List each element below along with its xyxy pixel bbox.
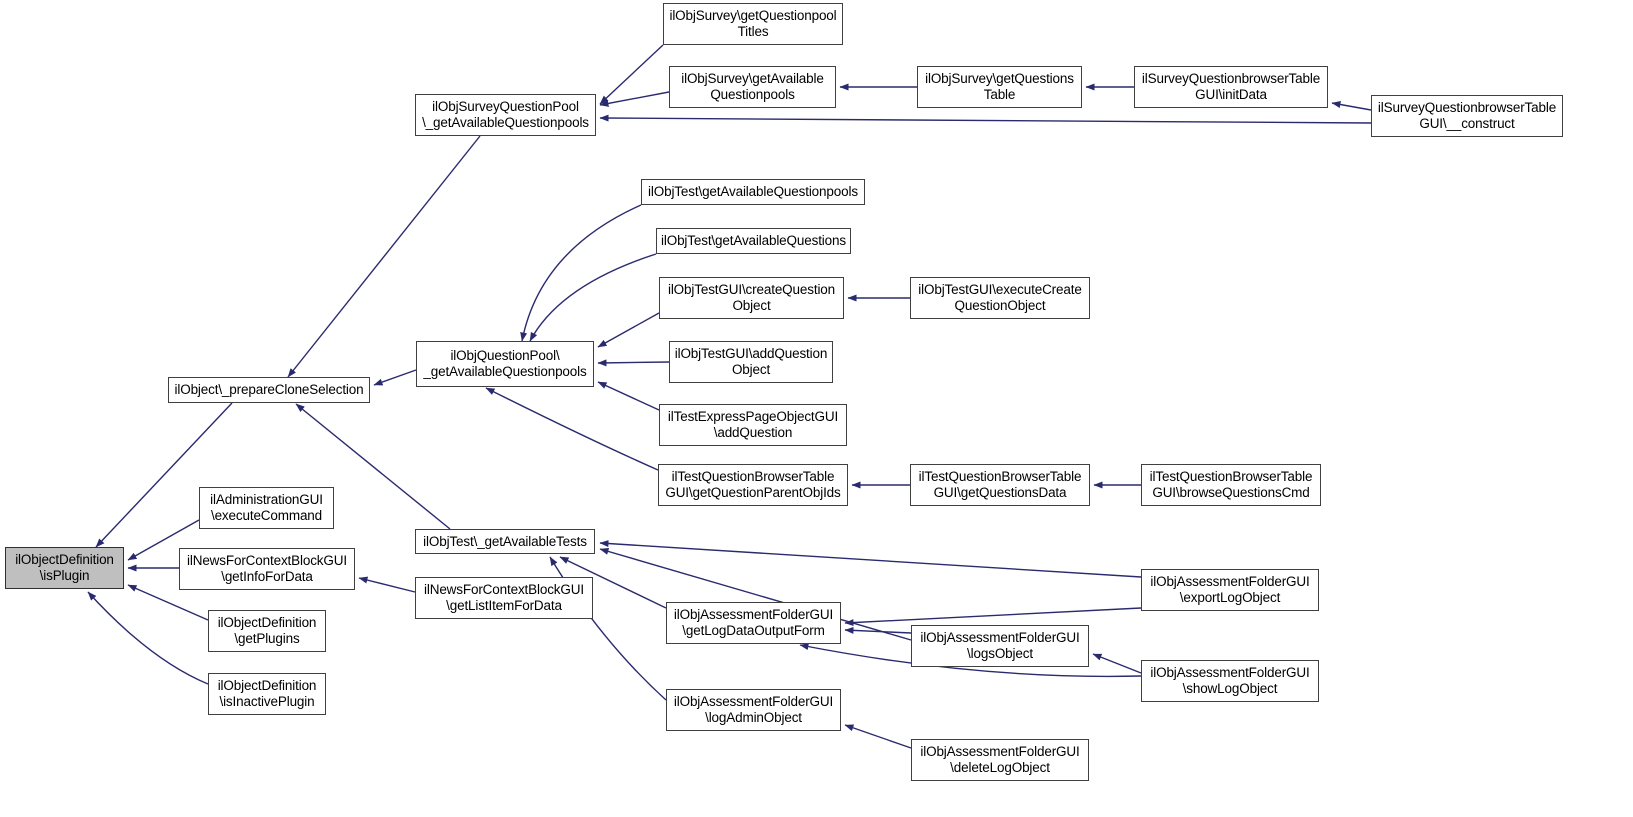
graph-edge	[520, 204, 642, 342]
graph-node[interactable]: ilObjSurvey\getQuestionpool Titles	[663, 3, 843, 45]
graph-edge	[599, 114, 1372, 124]
graph-node-label: ilObjTest\_getAvailableTests	[423, 533, 587, 549]
graph-node-label: ilObjSurveyQuestionPool \_getAvailableQu…	[422, 99, 589, 130]
graph-node-label: ilObjectDefinition \isInactivePlugin	[217, 678, 317, 709]
graph-node[interactable]: ilNewsForContextBlockGUI \getListItemFor…	[415, 577, 593, 619]
graph-edge	[127, 584, 209, 621]
graph-node[interactable]: ilObjTestGUI\createQuestion Object	[659, 277, 844, 319]
graph-edge	[599, 44, 664, 105]
graph-node-label: ilObjSurvey\getQuestionpool Titles	[669, 8, 837, 39]
graph-node-label: ilObjTestGUI\addQuestion Object	[674, 346, 828, 377]
graph-edge	[597, 359, 670, 367]
graph-node[interactable]: ilObjAssessmentFolderGUI \deleteLogObjec…	[911, 739, 1089, 781]
graph-edge	[373, 369, 417, 386]
graph-node[interactable]: ilObjSurveyQuestionPool \_getAvailableQu…	[415, 94, 596, 136]
graph-node-label: ilSurveyQuestionbrowserTable GUI\__const…	[1377, 100, 1557, 131]
graph-node[interactable]: ilObjectDefinition \isPlugin	[5, 547, 124, 589]
graph-edge	[599, 540, 1142, 578]
graph-node-label: ilObjTest\getAvailableQuestions	[661, 233, 846, 248]
graph-node[interactable]: ilTestExpressPageObjectGUI \addQuestion	[659, 404, 847, 446]
graph-node[interactable]: ilObjAssessmentFolderGUI \logsObject	[911, 625, 1089, 667]
graph-node[interactable]: ilObjAssessmentFolderGUI \getLogDataOutp…	[666, 602, 841, 644]
graph-node-label: ilObjectDefinition \getPlugins	[217, 615, 317, 646]
graph-edge	[844, 626, 912, 634]
graph-edge	[844, 607, 1142, 627]
graph-node-label: ilObjQuestionPool\ _getAvailableQuestion…	[423, 348, 587, 379]
graph-node-label: ilSurveyQuestionbrowserTable GUI\initDat…	[1141, 71, 1321, 102]
graph-node[interactable]: ilObjSurvey\getAvailable Questionpools	[669, 66, 836, 108]
graph-node-label: ilTestQuestionBrowserTable GUI\getQuesti…	[665, 469, 841, 500]
graph-node[interactable]: ilAdministrationGUI \executeCommand	[199, 487, 334, 529]
graph-node[interactable]: ilObjAssessmentFolderGUI \exportLogObjec…	[1141, 569, 1319, 611]
graph-node-label: ilNewsForContextBlockGUI \getListItemFor…	[424, 582, 584, 613]
graph-node[interactable]: ilTestQuestionBrowserTable GUI\browseQue…	[1141, 464, 1321, 506]
graph-node-label: ilObjTestGUI\createQuestion Object	[667, 282, 836, 313]
graph-node-label: ilObjAssessmentFolderGUI \deleteLogObjec…	[920, 744, 1080, 775]
graph-node[interactable]: ilObject\_prepareCloneSelection	[168, 377, 370, 403]
graph-node-label: ilTestQuestionBrowserTable GUI\browseQue…	[1149, 469, 1313, 500]
graph-node[interactable]: ilObjTest\getAvailableQuestionpools	[641, 179, 865, 205]
graph-node[interactable]: ilSurveyQuestionbrowserTable GUI\__const…	[1371, 95, 1563, 137]
graph-node[interactable]: ilObjectDefinition \isInactivePlugin	[208, 673, 326, 715]
graph-node-label: ilObjSurvey\getQuestions Table	[925, 71, 1074, 102]
graph-node[interactable]: ilObjAssessmentFolderGUI \showLogObject	[1141, 660, 1319, 702]
graph-node-label: ilObjSurvey\getAvailable Questionpools	[681, 71, 824, 102]
graph-node-label: ilObjAssessmentFolderGUI \exportLogObjec…	[1150, 574, 1310, 605]
graph-node[interactable]: ilNewsForContextBlockGUI \getInfoForData	[179, 548, 355, 590]
graph-node-label: ilObjAssessmentFolderGUI \showLogObject	[1150, 665, 1310, 696]
graph-edge	[1092, 653, 1142, 674]
graph-edge	[844, 724, 912, 749]
graph-node-label: ilObjAssessmentFolderGUI \getLogDataOutp…	[673, 607, 834, 638]
graph-edge	[529, 253, 657, 342]
graph-node[interactable]: ilTestQuestionBrowserTable GUI\getQuesti…	[658, 464, 848, 506]
graph-node[interactable]: ilObjAssessmentFolderGUI \logAdminObject	[666, 689, 841, 731]
graph-node[interactable]: ilObjTest\_getAvailableTests	[415, 529, 595, 554]
graph-node[interactable]: ilObjQuestionPool\ _getAvailableQuestion…	[416, 341, 594, 387]
graph-node[interactable]: ilSurveyQuestionbrowserTable GUI\initDat…	[1134, 66, 1328, 108]
graph-node-label: ilObjTest\getAvailableQuestionpools	[648, 184, 858, 199]
graph-node-label: ilObjTestGUI\executeCreate QuestionObjec…	[918, 282, 1082, 313]
graph-node-label: ilObject\_prepareCloneSelection	[174, 382, 364, 397]
graph-node[interactable]: ilObjTestGUI\executeCreate QuestionObjec…	[910, 277, 1090, 319]
graph-edge	[485, 387, 659, 471]
graph-node[interactable]: ilObjTest\getAvailableQuestions	[656, 228, 851, 254]
graph-edge	[358, 576, 416, 593]
graph-edge	[87, 591, 209, 685]
graph-node-label: ilTestQuestionBrowserTable GUI\getQuesti…	[918, 469, 1082, 500]
graph-node[interactable]: ilTestQuestionBrowserTable GUI\getQuesti…	[910, 464, 1090, 506]
graph-node[interactable]: ilObjectDefinition \getPlugins	[208, 610, 326, 652]
graph-node-label: ilAdministrationGUI \executeCommand	[210, 492, 323, 523]
graph-edge	[597, 312, 660, 348]
graph-node[interactable]: ilObjTestGUI\addQuestion Object	[669, 341, 833, 383]
graph-node-label: ilNewsForContextBlockGUI \getInfoForData	[187, 553, 347, 584]
graph-node-label: ilObjAssessmentFolderGUI \logAdminObject	[673, 694, 834, 725]
graph-node[interactable]: ilObjSurvey\getQuestions Table	[917, 66, 1082, 108]
graph-edge	[597, 381, 660, 411]
graph-node-label: ilTestExpressPageObjectGUI \addQuestion	[667, 409, 839, 440]
graph-edge	[1331, 101, 1372, 111]
graph-node-label: ilObjectDefinition \isPlugin	[15, 552, 114, 583]
graph-edge	[599, 91, 670, 107]
graph-node-label: ilObjAssessmentFolderGUI \logsObject	[920, 630, 1080, 661]
